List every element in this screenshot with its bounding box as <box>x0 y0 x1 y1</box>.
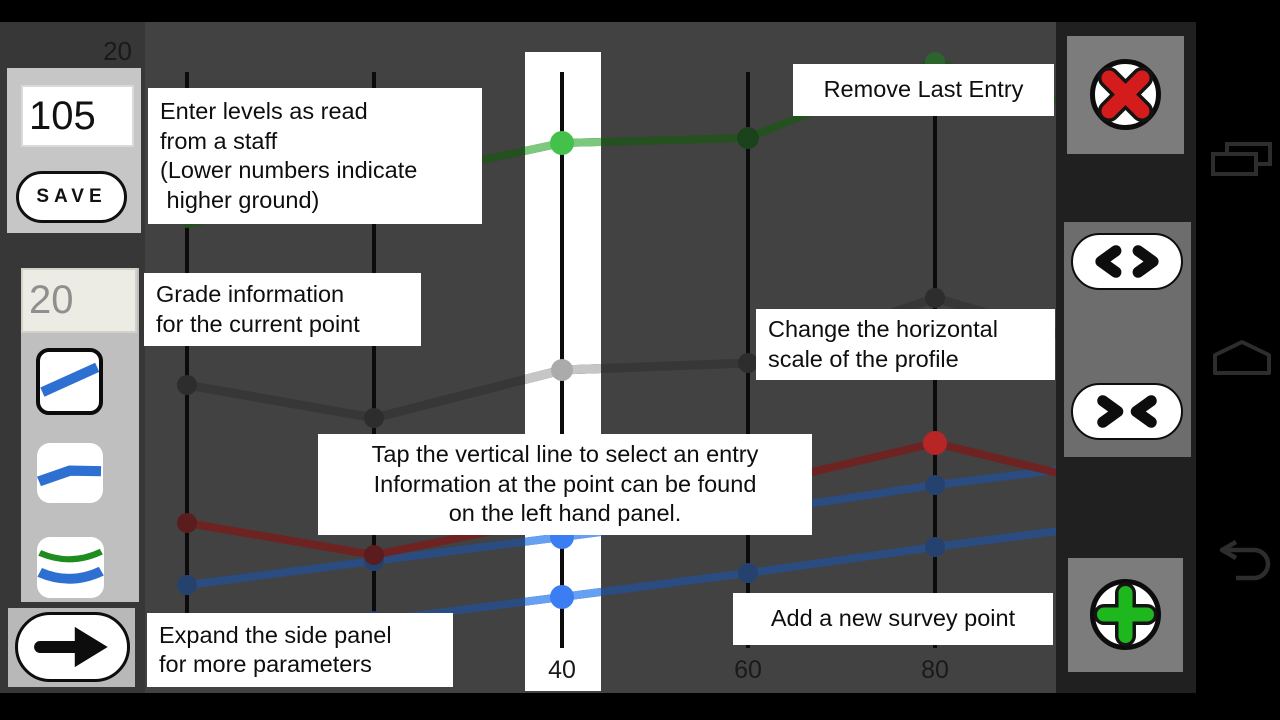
compress-horizontal-scale-button[interactable] <box>1071 383 1183 440</box>
svg-text:60: 60 <box>734 656 762 684</box>
chevrons-outward-icon <box>1095 245 1159 278</box>
top-status-bar <box>0 0 1280 22</box>
tooltip-remove-last: Remove Last Entry <box>793 64 1054 116</box>
grade-panel <box>21 268 139 602</box>
android-nav-bar <box>1196 0 1280 720</box>
bottom-bar <box>0 693 1280 720</box>
back-button[interactable] <box>1210 540 1274 586</box>
recent-apps-icon <box>1211 142 1272 176</box>
red-x-icon <box>1090 59 1161 130</box>
home-icon <box>1213 340 1271 375</box>
home-button[interactable] <box>1212 338 1272 376</box>
grade-type-wave-button[interactable] <box>37 537 104 598</box>
remove-button-holder <box>1067 36 1184 154</box>
tooltip-change-scale: Change the horizontal scale of the profi… <box>756 309 1055 380</box>
save-button[interactable]: SAVE <box>16 171 127 223</box>
grade-input[interactable] <box>21 268 137 333</box>
arrow-right-icon <box>34 626 108 668</box>
level-input[interactable] <box>21 85 134 147</box>
recent-apps-button[interactable] <box>1211 142 1273 178</box>
grade-type-straight-button[interactable] <box>36 348 103 415</box>
tooltip-expand-panel: Expand the side panel for more parameter… <box>147 613 453 687</box>
add-survey-point-button[interactable] <box>1088 577 1163 652</box>
expand-panel-holder <box>8 608 135 687</box>
right-control-panel <box>1056 22 1196 693</box>
tooltip-enter-levels: Enter levels as read from a staff (Lower… <box>148 88 482 224</box>
back-icon <box>1219 540 1271 581</box>
scale-buttons-holder <box>1064 222 1191 457</box>
chevrons-inward-icon <box>1097 395 1157 428</box>
level-entry-panel: SAVE <box>7 68 141 233</box>
tooltip-grade-info: Grade information for the current point <box>144 273 421 346</box>
add-button-holder <box>1068 558 1183 672</box>
wave-grade-icon <box>37 548 104 584</box>
svg-text:80: 80 <box>921 656 949 684</box>
expand-horizontal-scale-button[interactable] <box>1071 233 1183 290</box>
tooltip-add-point: Add a new survey point <box>733 593 1053 645</box>
remove-last-entry-button[interactable] <box>1088 57 1163 132</box>
svg-text:40: 40 <box>548 656 576 684</box>
top-scale-label: 20 <box>103 36 132 66</box>
green-plus-icon <box>1090 579 1161 650</box>
bent-grade-icon <box>37 465 102 487</box>
expand-side-panel-button[interactable] <box>15 612 130 682</box>
grade-type-bent-button[interactable] <box>37 443 103 503</box>
tooltip-tap-line: Tap the vertical line to select an entry… <box>318 434 812 535</box>
straight-grade-icon <box>40 362 99 397</box>
